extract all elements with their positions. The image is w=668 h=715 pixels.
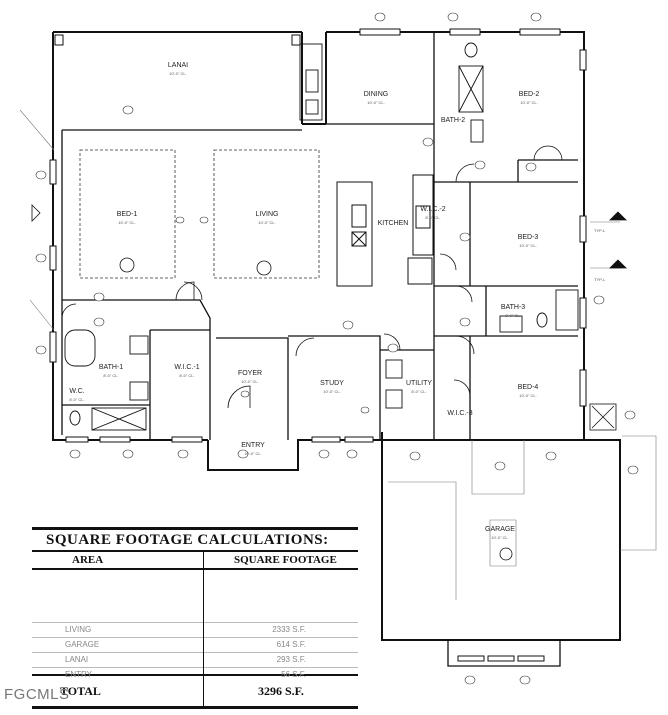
square-footage-rows: LIVING GARAGE LANAI ENTRY 2333 S.F. 614 …: [32, 570, 358, 679]
watermark: FGCMLS: [4, 686, 70, 703]
square-footage-title: SQUARE FOOTAGE CALCULATIONS:: [32, 527, 358, 552]
room-label-kitchen: KITCHEN: [377, 220, 409, 227]
total-label: TOTAL: [32, 676, 204, 706]
interior-walls: [61, 32, 578, 440]
column-header-square-footage: SQUARE FOOTAGE: [234, 554, 337, 566]
room-label-bath-2: BATH-2: [440, 117, 466, 124]
door-swings: [61, 145, 563, 409]
row-area: LANAI: [32, 652, 203, 667]
row-area: GARAGE: [32, 637, 203, 652]
ceiling-fans: [119, 257, 513, 561]
row-sqft: 614 S.F.: [204, 637, 358, 652]
section-markers: [31, 204, 627, 431]
kitchen-casework: [336, 174, 434, 287]
row-sqft: 293 S.F.: [204, 652, 358, 667]
square-footage-table: SQUARE FOOTAGE CALCULATIONS: AREA SQUARE…: [32, 527, 358, 709]
row-area: ENTRY: [32, 667, 203, 682]
total-value: 3296 S.F.: [258, 684, 304, 698]
area-column: LIVING GARAGE LANAI ENTRY: [32, 570, 204, 679]
callout-tags: [35, 12, 639, 685]
garage-bay-outline: [447, 640, 561, 667]
windows: [49, 28, 587, 662]
sqft-column: 2333 S.F. 614 S.F. 293 S.F. 56 S.F.: [204, 570, 358, 679]
row-sqft: 56 S.F.: [204, 667, 358, 682]
row-area: LIVING: [32, 622, 203, 637]
section-tag-1: TYP-L: [594, 228, 606, 233]
ceiling-tray-outlines: [79, 149, 320, 279]
room-label-wc: W.C.8'-0" CL.: [69, 388, 85, 402]
plumbing-fixtures: [64, 42, 579, 431]
leader-lines: [19, 109, 657, 600]
room-label-wic-3: W.I.C.-3: [447, 410, 473, 417]
column-header-area: AREA: [32, 552, 204, 568]
square-footage-header: AREA SQUARE FOOTAGE: [32, 552, 358, 570]
row-sqft: 2333 S.F.: [204, 622, 358, 637]
section-tag-2: TYP-L: [594, 277, 606, 282]
total-row: TOTAL 3296 S.F.: [32, 674, 358, 709]
